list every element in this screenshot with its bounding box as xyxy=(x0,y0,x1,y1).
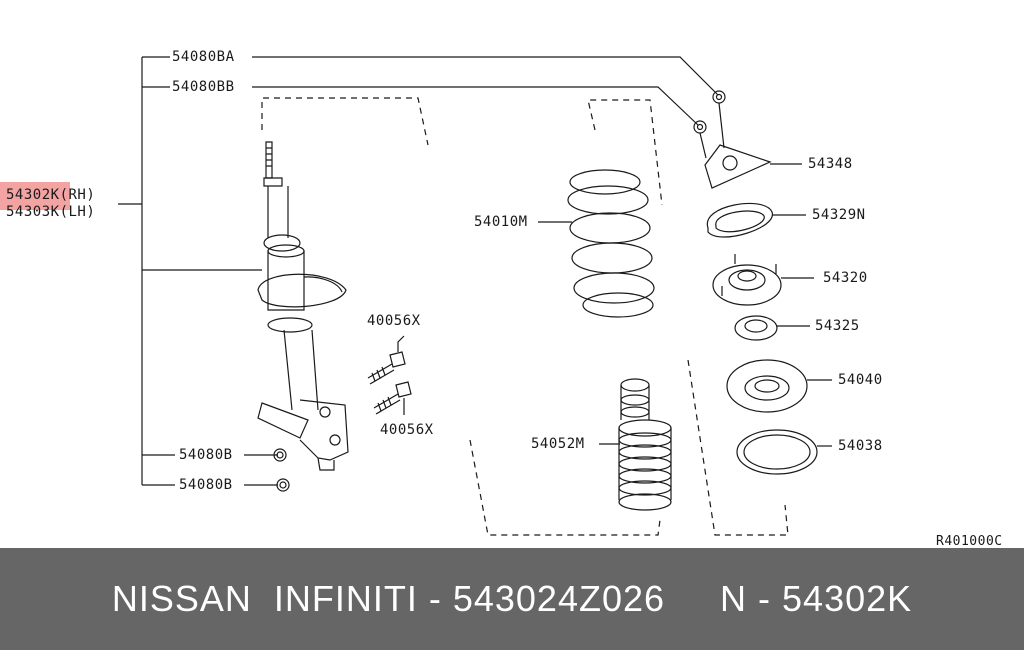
bump-boot-54052m xyxy=(618,378,672,511)
rubber-seat-54038 xyxy=(736,429,818,475)
label-54080bb-top: 54080BB xyxy=(172,79,235,95)
label-54329n: 54329N xyxy=(812,207,866,223)
label-54303k: 54303K(LH) xyxy=(6,204,96,220)
footer-title: NISSAN INFINITI - 543024Z026 N - 54302K xyxy=(111,578,913,619)
footer-bar: NISSAN INFINITI - 543024Z026 N - 54302K xyxy=(0,548,1024,650)
parts-diagram: 54080BA 54080BB 54302K(RH) 54303K(LH) 54… xyxy=(0,49,1003,549)
label-40056x-b: 40056X xyxy=(380,422,434,438)
reference-code: R401000C xyxy=(936,534,1003,549)
dash-box-strut xyxy=(261,97,429,146)
insulator-54320 xyxy=(712,254,782,306)
dash-box-bump xyxy=(469,439,661,536)
spring-seat-54040 xyxy=(726,359,808,413)
bearing-54325 xyxy=(734,315,778,341)
label-54320: 54320 xyxy=(823,270,868,286)
label-40056x-a: 40056X xyxy=(367,313,421,329)
label-54080b-b: 54080B xyxy=(179,477,233,493)
label-54040: 54040 xyxy=(838,372,883,388)
diagram-drawing xyxy=(118,56,832,536)
mount-plate-54348 xyxy=(704,144,772,189)
bolt-40056x-b xyxy=(373,381,412,415)
bolt-40056x-a xyxy=(367,351,406,385)
label-54302k: 54302K(RH) xyxy=(6,187,96,203)
label-54010m: 54010M xyxy=(474,214,528,230)
leader-54080bb-top xyxy=(142,86,699,126)
strut-assembly xyxy=(257,141,349,471)
leader-40056x-a xyxy=(397,335,405,352)
nut-54080b-a xyxy=(273,448,287,462)
nut-54080bb xyxy=(693,120,707,134)
nut-54080ba xyxy=(712,90,726,104)
label-54325: 54325 xyxy=(815,318,860,334)
nut-54080b-b xyxy=(276,478,290,492)
insulator-54329n xyxy=(706,202,773,238)
dash-box-spring xyxy=(587,99,663,206)
highlight-54302k xyxy=(0,182,70,210)
dash-box-mount xyxy=(687,359,789,536)
label-54038: 54038 xyxy=(838,438,883,454)
coil-spring-54010m xyxy=(567,169,655,318)
label-54080b-a: 54080B xyxy=(179,447,233,463)
label-54348: 54348 xyxy=(808,156,853,172)
label-54080ba: 54080BA xyxy=(172,49,235,65)
leader-54080ba xyxy=(142,56,719,96)
label-54052m: 54052M xyxy=(531,436,585,452)
